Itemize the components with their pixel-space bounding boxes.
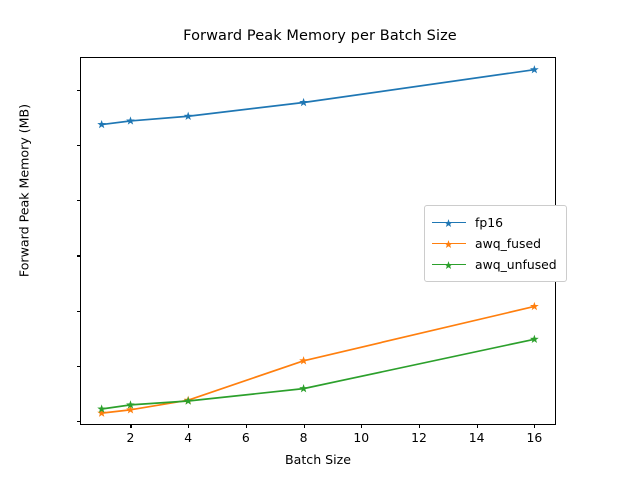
series-line xyxy=(100,68,536,126)
x-tick-mark xyxy=(534,424,536,429)
legend-item-awq_fused[interactable]: awq_fused xyxy=(432,233,557,254)
y-tick-mark xyxy=(76,310,81,312)
x-tick-label: 12 xyxy=(411,430,427,445)
y-tick-mark xyxy=(76,200,81,202)
x-tick-mark xyxy=(361,424,363,429)
x-tick-mark xyxy=(130,424,132,429)
x-tick-mark xyxy=(188,424,190,429)
legend-swatch-icon xyxy=(432,258,466,272)
x-tick-label: 16 xyxy=(526,430,543,445)
x-tick-label: 4 xyxy=(184,430,193,445)
x-tick-mark xyxy=(245,424,247,429)
x-tick-label: 10 xyxy=(353,430,370,445)
x-axis-label: Batch Size xyxy=(284,452,352,467)
x-tick-label: 8 xyxy=(299,430,308,445)
y-tick-mark xyxy=(76,255,81,257)
data-point-marker xyxy=(183,111,193,120)
data-point-marker xyxy=(97,119,107,129)
data-point-marker xyxy=(529,65,539,74)
series-line xyxy=(100,305,536,414)
x-tick-mark xyxy=(476,424,478,429)
legend-item-fp16[interactable]: fp16 xyxy=(432,212,557,233)
legend-swatch-icon xyxy=(432,216,466,230)
series-awq_fused xyxy=(97,301,539,417)
data-point-marker xyxy=(97,404,107,413)
x-tick-label: 2 xyxy=(126,430,135,445)
legend-label: awq_fused xyxy=(475,236,541,251)
plot-area xyxy=(80,57,556,425)
data-point-marker xyxy=(529,301,539,311)
x-tick-mark xyxy=(303,424,305,429)
series-line xyxy=(100,338,536,410)
y-tick-mark xyxy=(76,145,81,147)
series-lines xyxy=(97,65,539,417)
legend-label: awq_unfused xyxy=(475,257,557,272)
series-fp16 xyxy=(97,65,539,129)
legend-item-awq_unfused[interactable]: awq_unfused xyxy=(432,254,557,275)
data-point-marker xyxy=(126,116,135,125)
series-awq_unfused xyxy=(97,334,539,413)
x-tick-mark xyxy=(418,424,421,429)
legend-swatch-icon xyxy=(432,237,466,251)
y-tick-mark xyxy=(76,365,81,367)
x-tick-label: 14 xyxy=(468,430,485,445)
data-point-marker xyxy=(299,97,308,107)
data-point-marker xyxy=(126,405,135,414)
y-tick-mark xyxy=(76,90,81,92)
data-point-marker xyxy=(529,334,539,343)
data-point-marker xyxy=(299,356,308,365)
legend-label: fp16 xyxy=(475,215,503,230)
x-tick-label: 6 xyxy=(241,430,250,445)
y-axis-label: Forward Peak Memory (MB) xyxy=(16,103,32,278)
chart-legend: fp16 awq_fused awq_unfused xyxy=(424,205,567,282)
data-point-marker xyxy=(97,408,107,417)
data-point-marker xyxy=(183,396,193,405)
chart-title: Forward Peak Memory per Batch Size xyxy=(183,28,457,44)
data-point-marker xyxy=(126,400,135,409)
data-point-marker xyxy=(299,384,308,393)
y-tick-mark xyxy=(76,420,81,422)
